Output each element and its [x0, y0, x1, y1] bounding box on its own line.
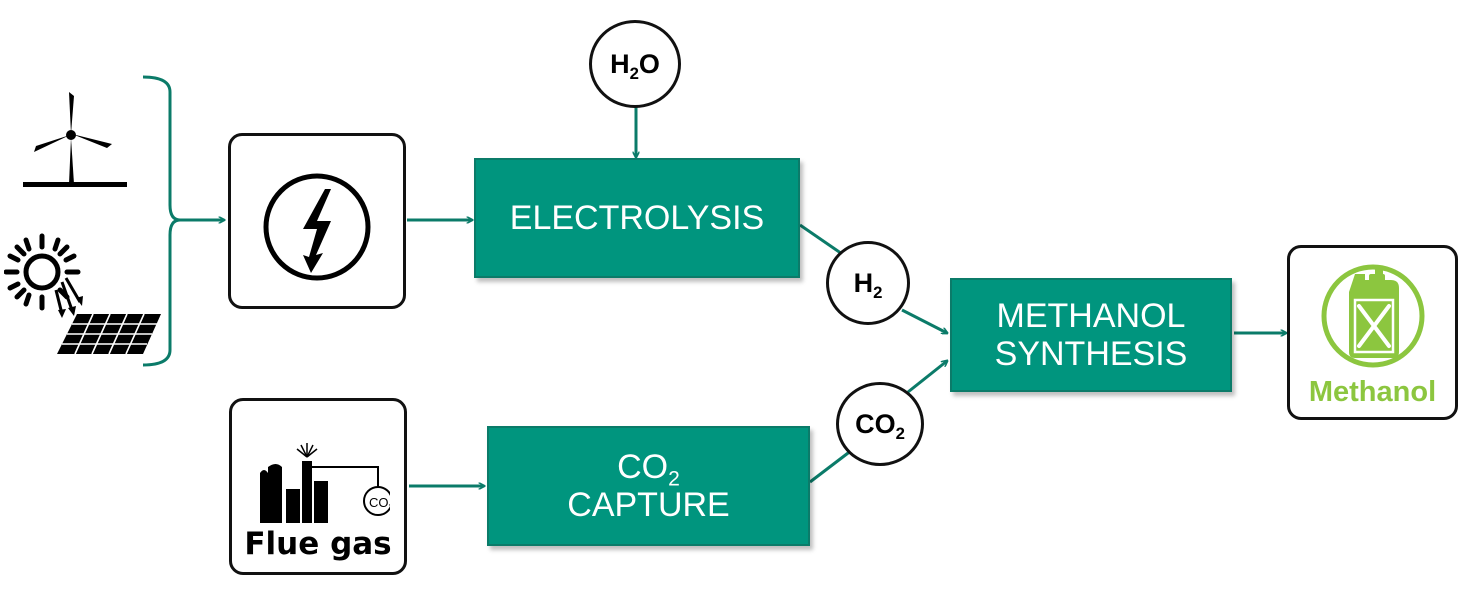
methanol-label: Methanol: [1308, 376, 1437, 408]
electrolysis-process: ELECTROLYSIS: [474, 158, 800, 278]
co2-capture-line1: CO2: [617, 447, 680, 491]
flue-co2-badge-label: CO2: [369, 495, 390, 512]
co2-label: CO2: [855, 408, 905, 443]
methanol-product-box: Methanol: [1287, 245, 1458, 420]
co2-capture-process: CO2 CAPTURE: [487, 426, 810, 546]
arrow-h2-to-synthesis: [901, 308, 947, 333]
flue-gas-box: CO2 Flue gas: [229, 398, 407, 575]
co2-node: CO2: [836, 382, 924, 466]
h2-label: H2: [853, 267, 883, 302]
wind-turbine-icon: [23, 92, 127, 187]
co2-capture-line2: CAPTURE: [567, 486, 730, 524]
methanol-synthesis-process: METHANOL SYNTHESIS: [950, 278, 1232, 392]
solar-panel-icon: [57, 313, 161, 355]
link-capture-to-co2: [809, 448, 853, 484]
arrow-co2-to-synthesis: [907, 361, 947, 394]
h2o-node: H2O: [589, 20, 681, 108]
h2o-label: H2O: [610, 48, 660, 83]
electricity-box: [228, 133, 406, 309]
sun-icon: [4, 233, 83, 318]
methanol-synthesis-line1: METHANOL: [996, 296, 1186, 335]
electrolysis-label: ELECTROLYSIS: [509, 198, 765, 237]
h2-node: H2: [826, 241, 910, 325]
jerrycan-icon: [1321, 264, 1425, 368]
methanol-synthesis-line2: SYNTHESIS: [994, 335, 1188, 373]
high-voltage-icon: [263, 173, 371, 281]
factory-icon: CO2: [260, 443, 390, 523]
flue-gas-label: Flue gas: [244, 526, 392, 562]
